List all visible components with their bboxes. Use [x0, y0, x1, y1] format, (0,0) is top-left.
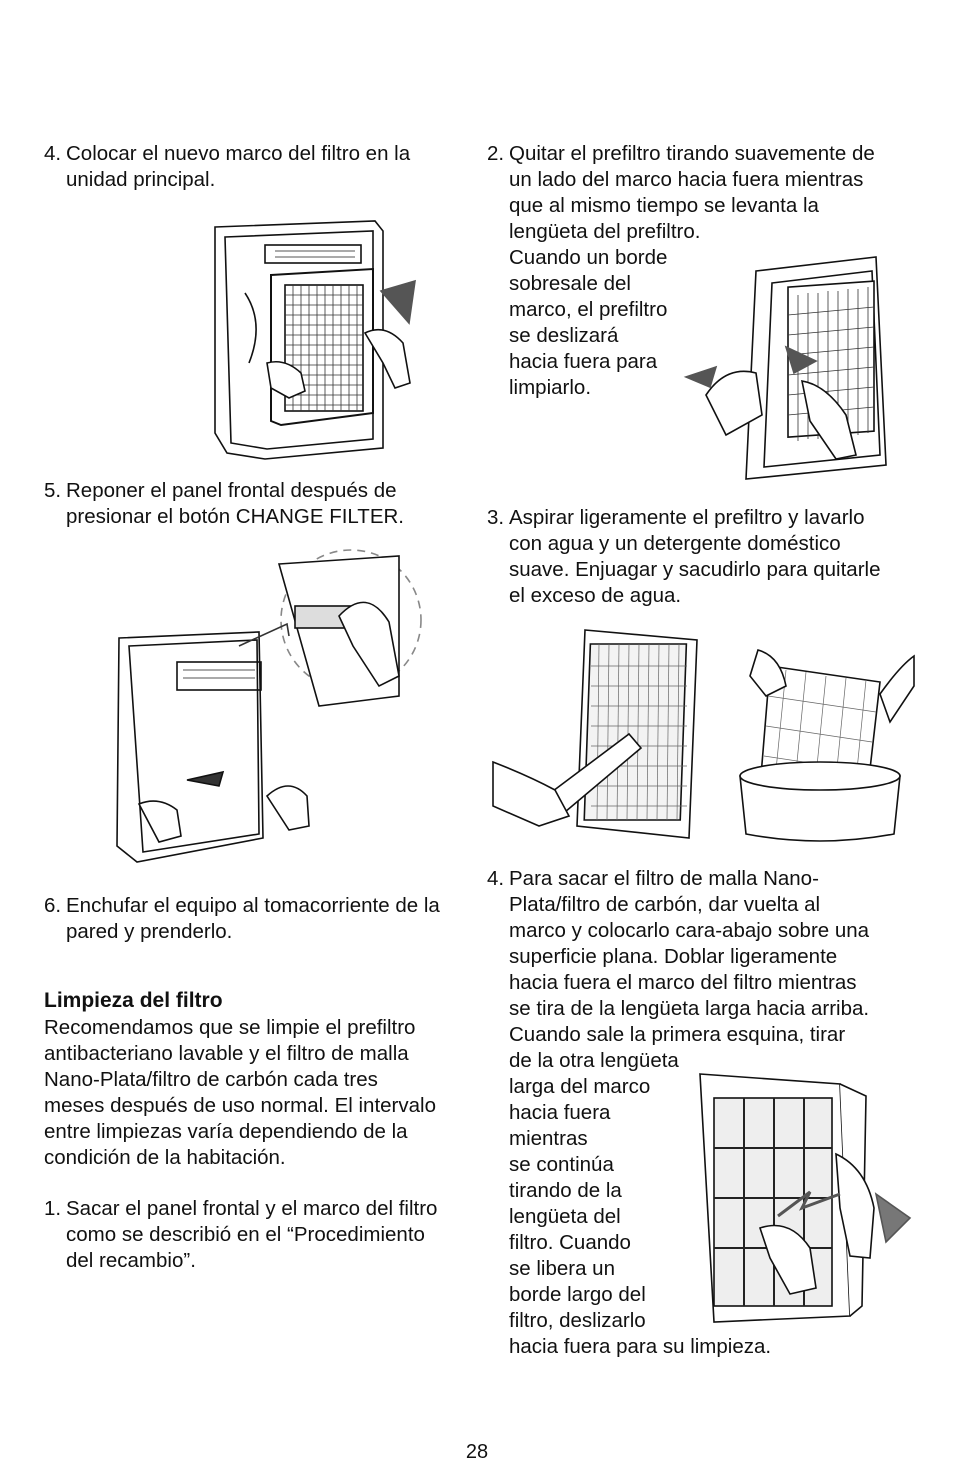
text-line: marco, el prefiltro [509, 298, 668, 321]
fig-vacuum [489, 626, 711, 842]
step-text: Sacar el panel frontal y el marco del fi… [66, 1196, 437, 1274]
text-line: marco y colocarlo cara-abajo sobre una [509, 919, 870, 942]
text-line: filtro. Cuando [509, 1231, 631, 1254]
step-text: Quitar el prefiltro tirando suavemente d… [509, 141, 875, 401]
text-line: Reponer el panel frontal después de [66, 479, 397, 502]
text-line: unidad principal. [66, 168, 216, 191]
step-number: 4. [487, 867, 505, 890]
page-number: 28 [465, 1441, 489, 1463]
step-number: 1. [44, 1197, 62, 1220]
text-line: hacia fuera [509, 1101, 611, 1124]
step-number: 5. [44, 479, 62, 502]
text-line: se libera un [509, 1257, 615, 1280]
section-title: Limpieza del filtro [44, 989, 223, 1012]
step-number: 2. [487, 142, 505, 165]
step-number: 3. [487, 506, 505, 529]
text-line: hacia fuera para [509, 350, 658, 373]
text-line: un lado del marco hacia fuera mientras [509, 168, 864, 191]
text-line: filtro, deslizarlo [509, 1309, 646, 1332]
step-text: Para sacar el filtro de malla Nano- Plat… [509, 866, 869, 1360]
fig-mesh-remove [690, 1068, 916, 1330]
text-line: Recomendamos que se limpie el prefiltro [44, 1016, 416, 1039]
text-line: se tira de la lengüeta larga hacia arrib… [509, 997, 870, 1020]
text-line: mientras [509, 1127, 588, 1150]
text-line: entre limpiezas varía dependiendo de la [44, 1120, 408, 1143]
text-line: Sacar el panel frontal y el marco del fi… [66, 1197, 438, 1220]
text-line: meses después de uso normal. El interval… [44, 1094, 436, 1117]
step-text: Enchufar el equipo al tomacorriente de l… [66, 893, 440, 945]
text-line: del recambio”. [66, 1249, 196, 1272]
text-line: con agua y un detergente doméstico [509, 532, 841, 555]
text-line: Plata/filtro de carbón, dar vuelta al [509, 893, 821, 916]
text-line: Nano-Plata/filtro de carbón cada tres [44, 1068, 378, 1091]
text-line: sobresale del [509, 272, 631, 295]
text-line: superficie plana. Doblar ligeramente [509, 945, 838, 968]
intro-paragraph: Recomendamos que se limpie el prefiltro … [44, 1015, 474, 1171]
fig-wash [730, 626, 916, 848]
text-line: tirando de la [509, 1179, 622, 1202]
text-line: Quitar el prefiltro tirando suavemente d… [509, 142, 875, 165]
text-line: Colocar el nuevo marco del filtro en la [66, 142, 411, 165]
text-line: lengüeta del [509, 1205, 621, 1228]
text-line: lengüeta del prefiltro. [509, 220, 701, 243]
text-line: Cuando sale la primera esquina, tirar [509, 1023, 846, 1046]
text-line: suave. Enjuagar y sacudirlo para quitarl… [509, 558, 881, 581]
text-line: se continúa [509, 1153, 614, 1176]
fig-prefilter-remove [676, 255, 912, 483]
text-line: se deslizará [509, 324, 619, 347]
fig-front-panel [99, 546, 434, 876]
text-line: como se describió en el “Procedimiento [66, 1223, 425, 1246]
text-line: de la otra lengüeta [509, 1049, 679, 1072]
fig-insert-filter [205, 213, 425, 463]
text-line: hacia fuera el marco del filtro mientras [509, 971, 857, 994]
step-text: Reponer el panel frontal después de pres… [66, 478, 404, 530]
text-line: que al mismo tiempo se levanta la [509, 194, 819, 217]
text-line: Cuando un borde [509, 246, 668, 269]
text-line: borde largo del [509, 1283, 646, 1306]
text-line: condición de la habitación. [44, 1146, 286, 1169]
step-text: Colocar el nuevo marco del filtro en la … [66, 141, 410, 193]
text-line: hacia fuera para su limpieza. [509, 1335, 772, 1358]
text-line: el exceso de agua. [509, 584, 682, 607]
text-line: limpiarlo. [509, 376, 592, 399]
text-line: Aspirar ligeramente el prefiltro y lavar… [509, 506, 865, 529]
step-number: 4. [44, 142, 62, 165]
text-line: pared y prenderlo. [66, 920, 233, 943]
step-text: Aspirar ligeramente el prefiltro y lavar… [509, 505, 881, 609]
text-line: Para sacar el filtro de malla Nano- [509, 867, 819, 890]
text-line: larga del marco [509, 1075, 651, 1098]
text-line: antibacteriano lavable y el filtro de ma… [44, 1042, 409, 1065]
step-number: 6. [44, 894, 62, 917]
text-line: Enchufar el equipo al tomacorriente de l… [66, 894, 440, 917]
text-line: presionar el botón CHANGE FILTER. [66, 505, 404, 528]
